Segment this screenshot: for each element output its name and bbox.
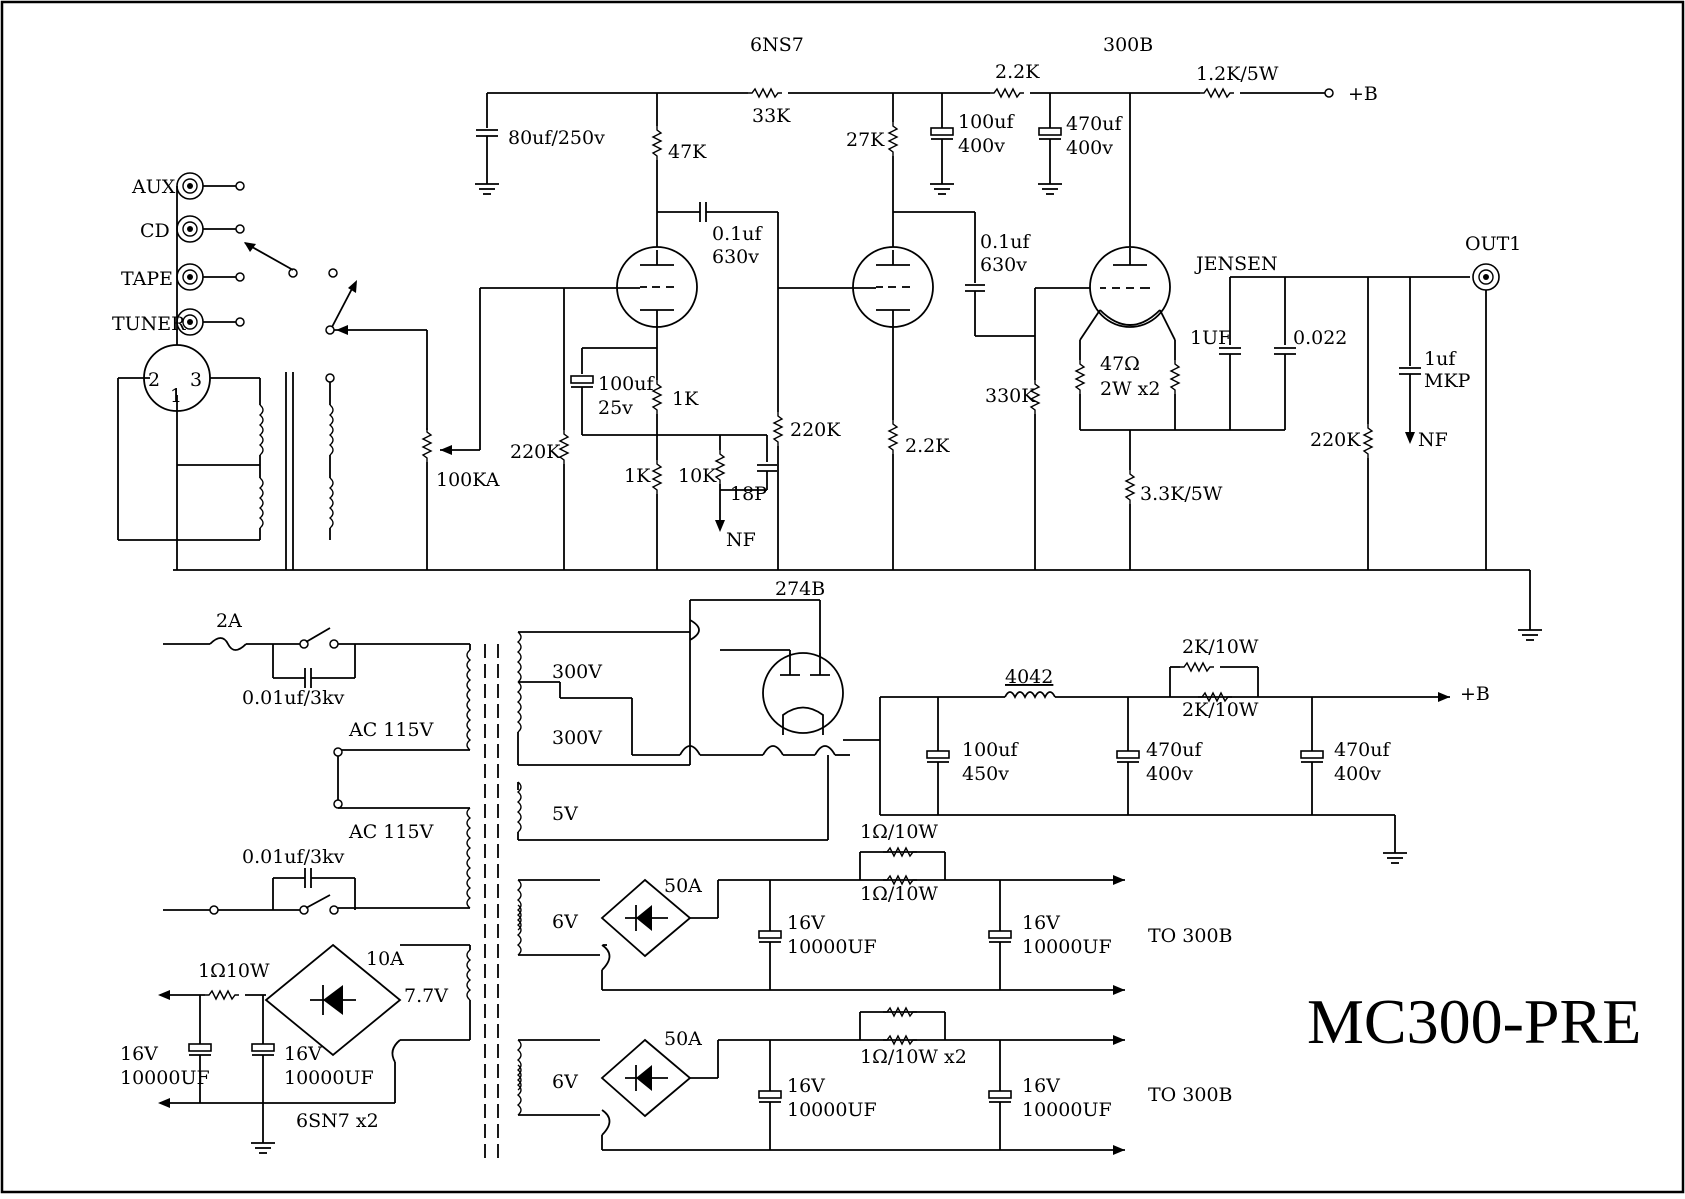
label-c-1uf-out: 1UF xyxy=(1190,327,1231,349)
label-r-220k-c: 220K xyxy=(1310,429,1361,451)
label-tuner: TUNER xyxy=(112,313,186,335)
label-c-80uf: 80uf/250v xyxy=(508,127,605,149)
label-v300-a: 300V xyxy=(552,661,602,683)
label-c-100uf-a-v: 400v xyxy=(958,135,1005,157)
label-c16v-e: 16V xyxy=(120,1043,158,1065)
label-c-001uf-b: 0.01uf/3kv xyxy=(242,846,345,868)
label-r-220k-a: 220K xyxy=(510,441,561,463)
label-v7-7: 7.7V xyxy=(404,985,448,1007)
label-choke-4042: 4042 xyxy=(1005,666,1053,688)
label-v6-a: 6V xyxy=(552,911,578,933)
label-r-1ohm-c: 1Ω/10W x2 xyxy=(860,1046,967,1068)
label-mkp: MKP xyxy=(1424,370,1471,392)
label-r-330k: 330K xyxy=(985,385,1036,407)
label-r-2k2-mid: 2.2K xyxy=(905,435,950,457)
label-c-01uf-a: 0.1uf xyxy=(712,223,763,245)
label-c-01uf-a-v: 630v xyxy=(712,246,759,268)
label-r-1k-a: 1K xyxy=(672,388,699,410)
label-r-1ohm-a: 1Ω/10W xyxy=(860,821,938,843)
label-tube-6ns7: 6NS7 xyxy=(750,34,804,56)
label-nf-a: NF xyxy=(726,529,756,551)
label-r-220k-b: 220K xyxy=(790,419,841,441)
label-r-2k10w-b: 2K/10W xyxy=(1182,699,1259,721)
label-heater-6sn7: 6SN7 x2 xyxy=(296,1110,379,1132)
label-pin1: 1 xyxy=(170,385,182,407)
label-plus-b-psu: +B xyxy=(1460,683,1490,705)
label-c16v-b: 16V xyxy=(1022,912,1060,934)
label-aux: AUX xyxy=(131,176,176,198)
label-pin2: 2 xyxy=(148,369,160,391)
label-bridge-50a-a: 50A xyxy=(664,875,702,897)
label-r-1ohm-10w: 1Ω10W xyxy=(198,960,270,982)
label-tube-274b: 274B xyxy=(775,578,825,600)
label-c-100uf-25v-v: 25v xyxy=(598,397,633,419)
label-v5: 5V xyxy=(552,803,578,825)
label-tape: TAPE xyxy=(121,268,173,290)
label-c16v-f: 16V xyxy=(284,1043,322,1065)
label-c-0022: 0.022 xyxy=(1293,327,1347,349)
label-r-2k2-top: 2.2K xyxy=(995,61,1040,83)
label-v6-b: 6V xyxy=(552,1071,578,1093)
label-c16v-a-v: 10000UF xyxy=(787,936,877,958)
label-to-300b-a: TO 300B xyxy=(1148,925,1233,947)
label-r-1k2-5w: 1.2K/5W xyxy=(1196,63,1279,85)
label-c16v-c-v: 10000UF xyxy=(787,1099,877,1121)
label-c16v-e-v: 10000UF xyxy=(120,1067,210,1089)
label-c16v-f-v: 10000UF xyxy=(284,1067,374,1089)
label-c-470uf-b-v: 400v xyxy=(1146,763,1193,785)
label-bridge-10a: 10A xyxy=(366,948,404,970)
label-c-01uf-b: 0.1uf xyxy=(980,231,1031,253)
label-r-47k: 47K xyxy=(668,141,707,163)
label-c-100uf-450: 100uf xyxy=(962,739,1020,761)
label-r-2k10w-a: 2K/10W xyxy=(1182,636,1259,658)
label-out1: OUT1 xyxy=(1465,233,1521,255)
label-r-47ohm-rating: 2W x2 xyxy=(1100,378,1160,400)
label-r-47ohm: 47Ω xyxy=(1100,353,1140,375)
label-c16v-c: 16V xyxy=(787,1075,825,1097)
label-c-470uf-a-v: 400v xyxy=(1066,137,1113,159)
label-bridge-50a-b: 50A xyxy=(664,1028,702,1050)
schematic-title: MC300-PRE xyxy=(1307,986,1641,1057)
label-cd: CD xyxy=(140,220,170,242)
label-r-1k-b: 1K xyxy=(624,465,651,487)
label-c16v-a: 16V xyxy=(787,912,825,934)
label-c-001uf-a: 0.01uf/3kv xyxy=(242,687,345,709)
label-c-470uf-b: 470uf xyxy=(1146,739,1204,761)
labels: 6NS7 300B 33K 2.2K 1.2K/5W +B 80uf/250v … xyxy=(112,34,1641,1132)
label-c-470uf-c: 470uf xyxy=(1334,739,1392,761)
label-v300-b: 300V xyxy=(552,727,602,749)
label-pot-100ka: 100KA xyxy=(436,469,500,491)
label-c-470uf-a: 470uf xyxy=(1066,113,1124,135)
label-plus-b-top: +B xyxy=(1348,83,1378,105)
label-r-27k: 27K xyxy=(846,129,885,151)
label-ac-115v-b: AC 115V xyxy=(348,821,434,843)
label-c-100uf-a: 100uf xyxy=(958,111,1016,133)
label-c16v-d: 16V xyxy=(1022,1075,1060,1097)
power-supply-section xyxy=(158,599,1450,1160)
label-jensen: JENSEN xyxy=(1194,253,1278,275)
label-r-33k: 33K xyxy=(752,105,791,127)
label-c-100uf-450-v: 450v xyxy=(962,763,1009,785)
label-r-10k: 10K xyxy=(678,465,717,487)
label-c-01uf-b-v: 630v xyxy=(980,254,1027,276)
label-tube-300b: 300B xyxy=(1103,34,1153,56)
label-c16v-b-v: 10000UF xyxy=(1022,936,1112,958)
preamp-section xyxy=(117,88,1543,641)
label-r-3k3: 3.3K/5W xyxy=(1140,483,1223,505)
label-c-470uf-c-v: 400v xyxy=(1334,763,1381,785)
label-c16v-d-v: 10000UF xyxy=(1022,1099,1112,1121)
label-ac-115v-a: AC 115V xyxy=(348,719,434,741)
label-fuse-2a: 2A xyxy=(216,610,242,632)
label-c-1uf-mkp: 1uf xyxy=(1424,348,1457,370)
label-c-18p: 18P xyxy=(730,483,767,505)
label-nf-b: NF xyxy=(1418,429,1448,451)
label-to-300b-b: TO 300B xyxy=(1148,1084,1233,1106)
label-c-100uf-25v: 100uf xyxy=(598,373,656,395)
label-pin3: 3 xyxy=(190,369,202,391)
label-r-1ohm-b: 1Ω/10W xyxy=(860,883,938,905)
